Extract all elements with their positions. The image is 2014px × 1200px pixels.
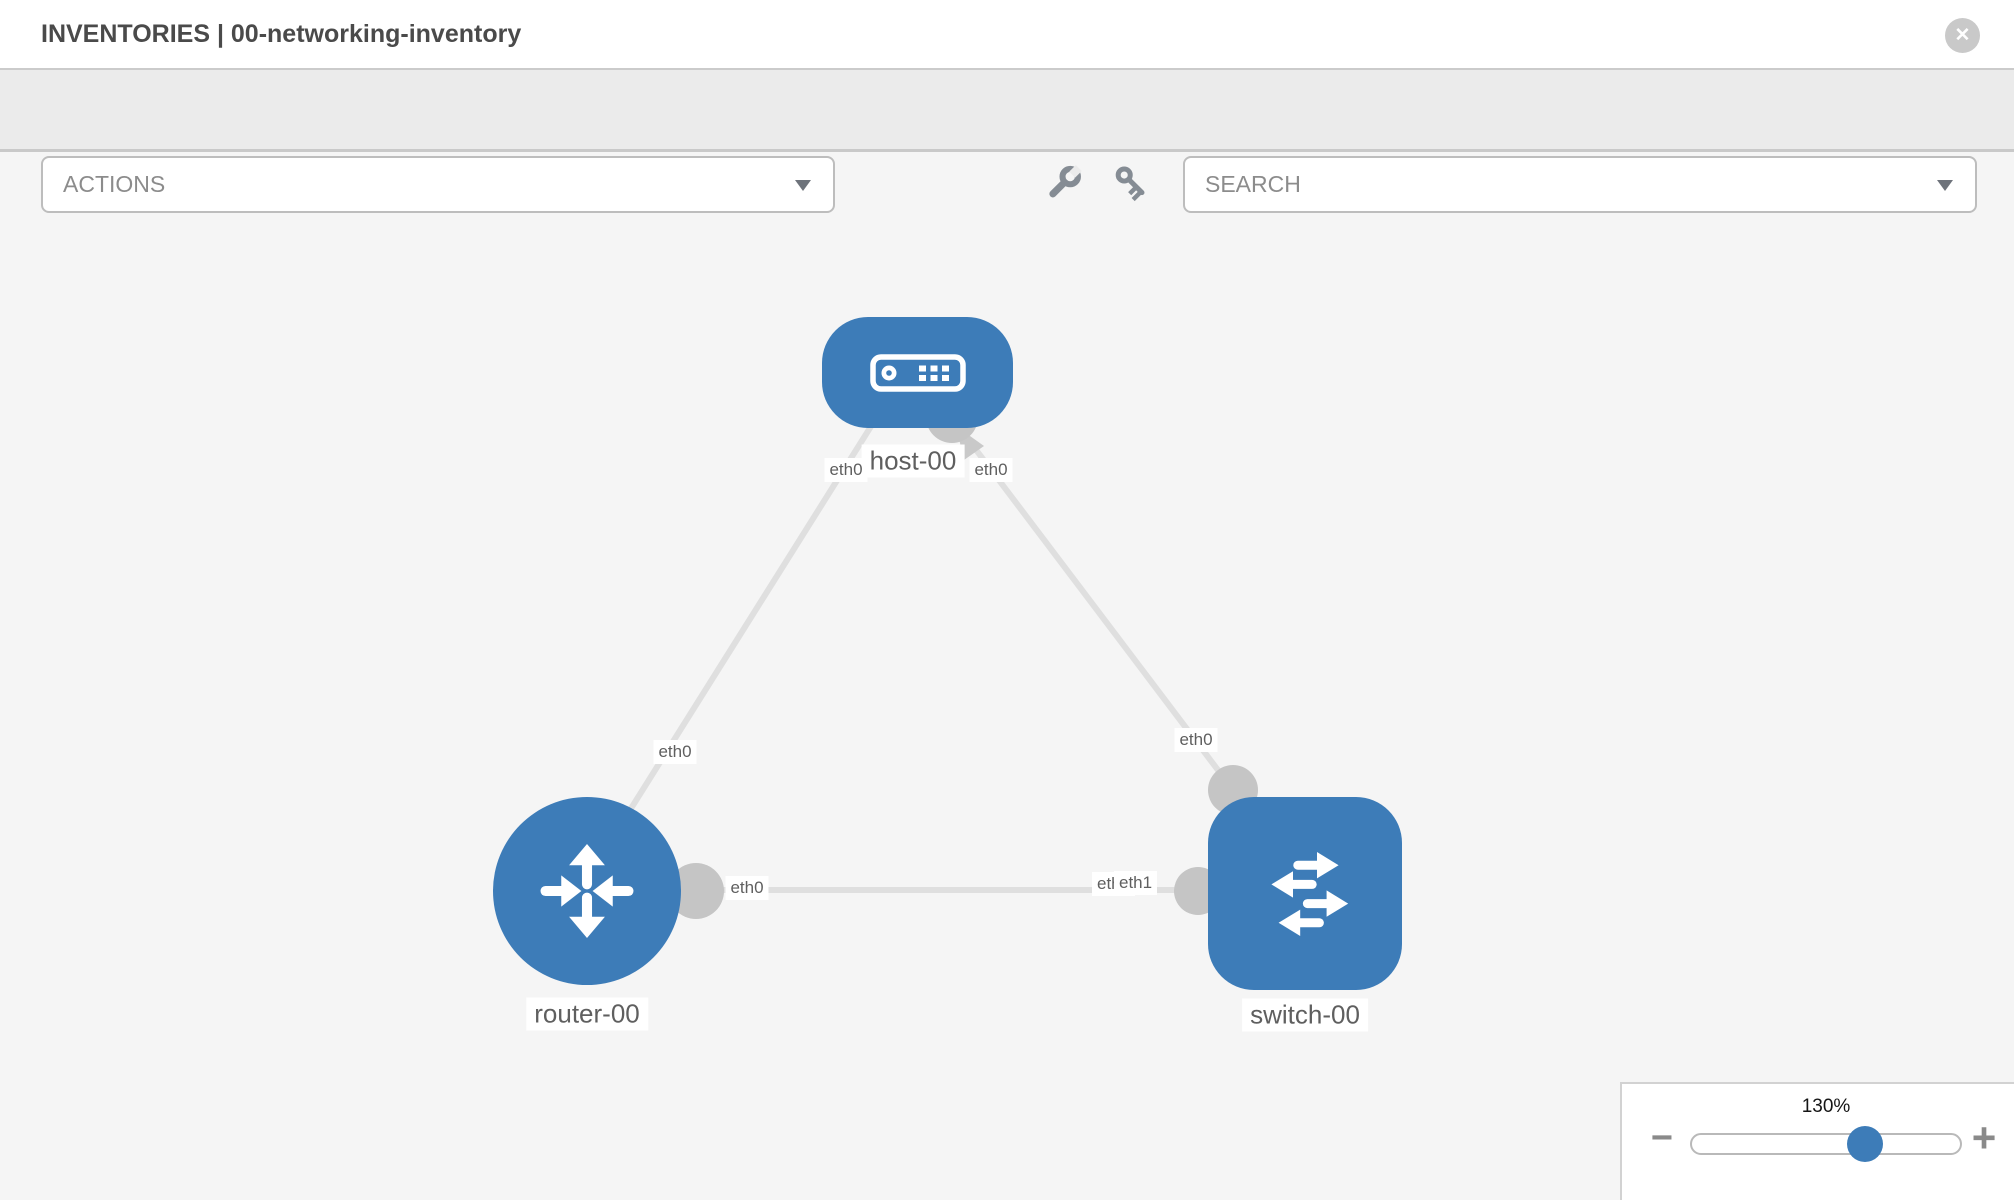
zoom-slider-track[interactable] — [1690, 1126, 1962, 1162]
node-label-host-00: host-00 — [861, 444, 965, 478]
page-title: INVENTORIES | 00-networking-inventory — [41, 19, 522, 48]
zoom-level-value: 130% — [1801, 1096, 1851, 1117]
zoom-in-button[interactable]: + — [1971, 1114, 1997, 1161]
zoom-slider-thumb[interactable] — [1847, 1126, 1883, 1162]
node-label-router-00: router-00 — [526, 997, 648, 1031]
actions-dropdown[interactable]: ACTIONS — [41, 156, 835, 213]
node-label-switch-00: switch-00 — [1242, 998, 1368, 1032]
router-icon — [540, 843, 634, 939]
host-icon — [869, 353, 966, 392]
topology-canvas[interactable] — [0, 152, 2014, 1200]
search-dropdown-label: SEARCH — [1205, 171, 1301, 197]
interface-label-switch-eth0-upper: eth0 — [1174, 728, 1218, 752]
interface-label-router-eth0-mid: eth0 — [725, 876, 769, 900]
close-icon: ✕ — [1954, 25, 1971, 46]
credentials-button[interactable] — [1108, 161, 1156, 209]
panel-header: INVENTORIES | 00-networking-inventory — [0, 0, 2014, 70]
node-host-00[interactable] — [822, 317, 1013, 428]
search-dropdown[interactable]: SEARCH — [1183, 156, 1977, 213]
zoom-control-panel: 130% − + — [1620, 1082, 2014, 1200]
interface-label-host-eth0-right: eth0 — [969, 458, 1013, 482]
interface-label-host-eth0-left: eth0 — [824, 458, 868, 482]
configure-button[interactable] — [1040, 161, 1088, 209]
caret-down-icon — [795, 179, 811, 191]
node-router-00[interactable] — [493, 797, 681, 985]
interface-label-router-eth0-upper: eth0 — [653, 740, 697, 764]
key-icon — [1115, 166, 1145, 202]
close-button[interactable]: ✕ — [1945, 18, 1980, 53]
switch-icon — [1271, 851, 1349, 936]
caret-down-icon — [1937, 179, 1953, 191]
actions-dropdown-label: ACTIONS — [63, 171, 166, 197]
wrench-icon — [1049, 165, 1082, 198]
interface-label-switch-eth1: eth1 — [1114, 871, 1158, 895]
zoom-out-button[interactable]: − — [1650, 1116, 1674, 1159]
toolbar: ACTIONS SEARC — [0, 70, 2014, 213]
node-switch-00[interactable] — [1208, 797, 1402, 990]
